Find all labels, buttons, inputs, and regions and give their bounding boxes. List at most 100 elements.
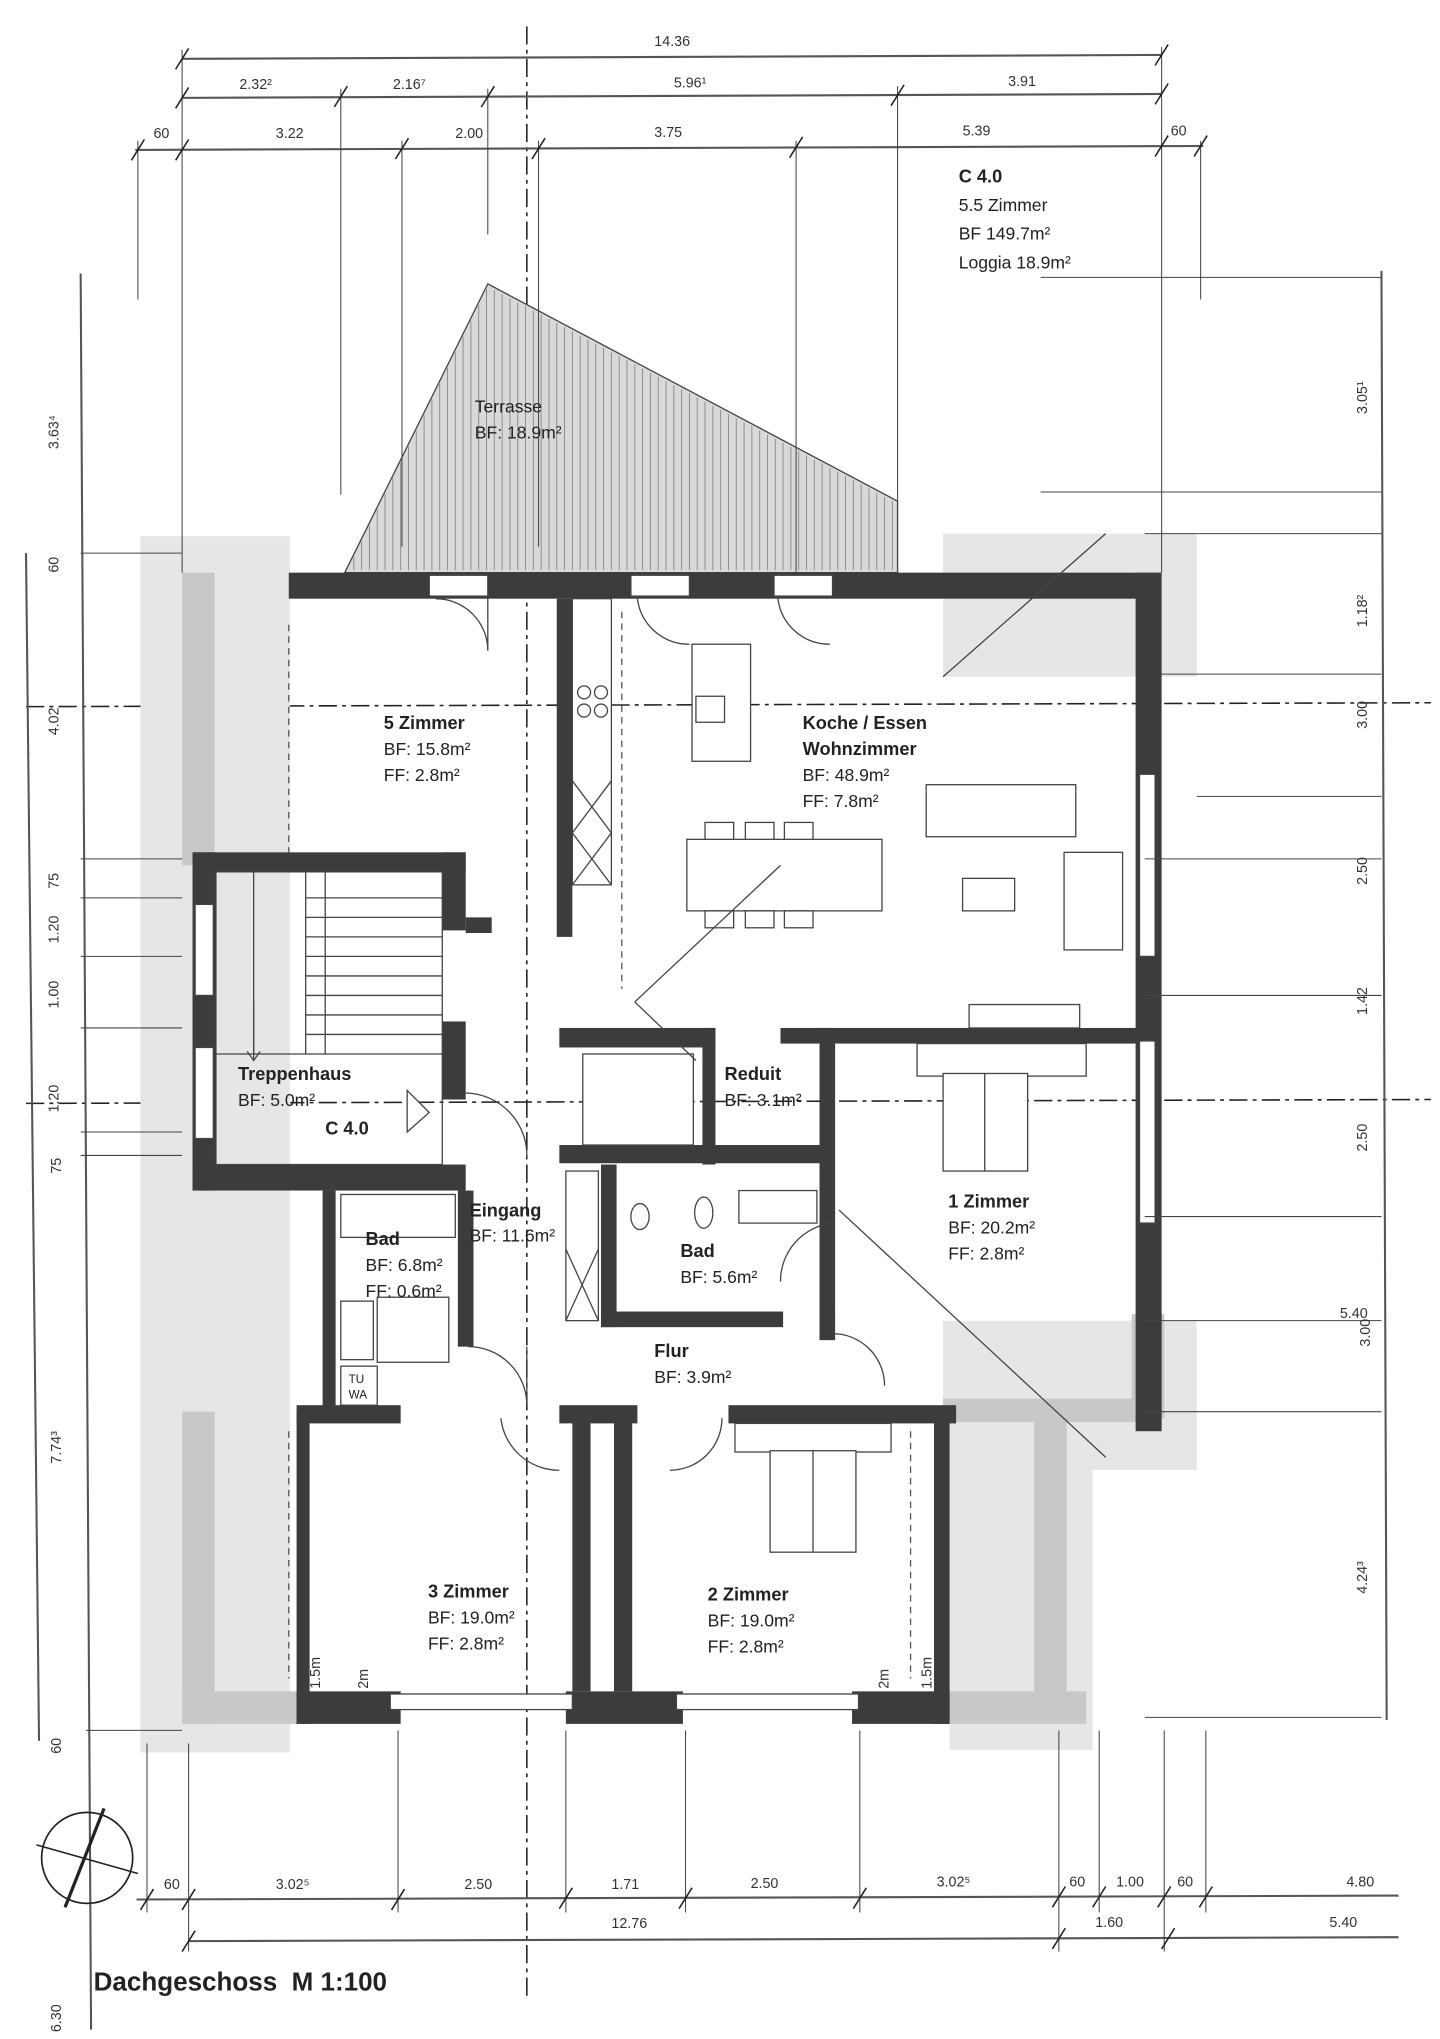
dim-label: 3.00 (1355, 701, 1371, 729)
dimension-tick (1051, 1927, 1067, 1950)
bad2-name: Bad (680, 1241, 714, 1261)
zimmer2-bf: BF: 19.0m² (708, 1610, 795, 1630)
dim-label: 4.80 (1346, 1874, 1374, 1890)
dimension-tick (1160, 1927, 1176, 1950)
dim-label: 1.18² (1355, 594, 1371, 627)
north-arrow-icon (36, 1807, 139, 1908)
dimensions-top: 14.36 2.32² 2.16⁷ 5.96¹ 3.91 60 3.22 2.0… (135, 34, 1204, 573)
drawing-title: Dachgeschoss M 1:100 (94, 1967, 387, 1997)
dimension-tick (181, 1888, 196, 1911)
dim-label: 7.74³ (49, 1431, 65, 1464)
dimension-ticks (130, 44, 1214, 1952)
kueche-ff: FF: 7.8m² (803, 791, 879, 811)
dim-label: 1.00 (1116, 1874, 1144, 1890)
bad1-name: Bad (366, 1229, 400, 1249)
unit-bf: BF 149.7m² (959, 224, 1051, 244)
unit-loggia: Loggia 18.9m² (959, 252, 1071, 272)
zimmer3-bf: BF: 19.0m² (428, 1608, 515, 1628)
unit-info: C 4.0 5.5 Zimmer BF 149.7m² Loggia 18.9m… (959, 166, 1071, 272)
reduit-name: Reduit (725, 1064, 782, 1084)
furniture (340, 598, 1124, 1553)
terrasse-bf: BF: 18.9m² (475, 423, 562, 443)
dimension-tick (394, 137, 410, 160)
dim-label: 3.02⁵ (937, 1874, 971, 1890)
kueche-bf: BF: 48.9m² (803, 765, 890, 785)
stairs (215, 871, 443, 1166)
zimmer1-ff: FF: 2.8m² (948, 1243, 1024, 1263)
dim-label: 6.30 (49, 2004, 65, 2032)
dimension-tick (1198, 1886, 1214, 1908)
tuwa-2: WA (349, 1389, 368, 1402)
height-mark: 1.5m (308, 1657, 324, 1689)
dim-label: 3.05¹ (1355, 381, 1371, 414)
dim-label: 2.50 (464, 1877, 492, 1893)
dim-label: 60 (1069, 1874, 1085, 1890)
dim-label: 60 (164, 1877, 180, 1893)
zimmer1-name: 1 Zimmer (948, 1191, 1029, 1211)
dimension-tick (1154, 83, 1169, 105)
dimension-tick (1092, 1886, 1107, 1908)
dimensions-left: 3.63⁴ 60 4.02 75 1.20 1.00 1.20 75 7.74³… (24, 273, 183, 2032)
tuwa-1: TU (349, 1373, 365, 1386)
dimension-tick (852, 1887, 868, 1910)
treppenhaus-bf: BF: 5.0m² (238, 1090, 315, 1110)
dimension-tick (130, 139, 146, 161)
dim-label: 60 (49, 1738, 65, 1754)
dim-label: 5.40 (1329, 1915, 1357, 1931)
dimensions-bottom: 60 3.02⁵ 2.50 1.71 2.50 3.02⁵ 60 1.00 60… (136, 1730, 1399, 1952)
dimension-tick (1193, 135, 1208, 157)
dim-label: 60 (153, 126, 169, 142)
dim-label: 4.24³ (1355, 1561, 1371, 1594)
dimension-tick (678, 1887, 693, 1910)
dim-label: 5.39 (963, 124, 991, 140)
dim-label: 1.60 (1095, 1915, 1123, 1931)
room-labels: Terrasse BF: 18.9m² 5 Zimmer BF: 15.8m² … (238, 397, 1035, 1689)
zimmer3-ff: FF: 2.8m² (428, 1634, 504, 1654)
dimension-tick (174, 48, 190, 70)
dimension-tick (480, 85, 495, 108)
dim-label: 3.63⁴ (47, 415, 63, 449)
dim-label: 2.00 (455, 126, 483, 142)
unit-code: C 4.0 (959, 166, 1003, 186)
zimmer1-bf: BF: 20.2m² (948, 1217, 1035, 1237)
kueche-name2: Wohnzimmer (803, 739, 917, 759)
kueche-name: Koche / Essen (803, 713, 927, 733)
eingang-name: Eingang (470, 1201, 542, 1221)
treppenhaus-name: Treppenhaus (238, 1064, 351, 1084)
windows (194, 574, 1156, 1711)
dim-label: 75 (49, 1158, 65, 1174)
dim-label: 60 (47, 557, 63, 573)
zimmer5-name: 5 Zimmer (384, 713, 465, 733)
dimension-tick (181, 1930, 196, 1952)
entrance-marker: C 4.0 (325, 1119, 369, 1139)
unit-rooms: 5.5 Zimmer (959, 195, 1048, 215)
dim-label: 2.50 (751, 1876, 779, 1892)
dimension-tick (390, 1888, 406, 1911)
dim-label: 60 (1171, 124, 1187, 140)
zimmer3-name: 3 Zimmer (428, 1582, 509, 1602)
dimension-tick (1051, 1886, 1067, 1908)
dimension-tick (531, 137, 546, 160)
dim-label: 1.00 (47, 981, 63, 1009)
flur-bf: BF: 3.9m² (654, 1367, 731, 1387)
terrasse-name: Terrasse (475, 397, 542, 417)
dimensions-right: 3.05¹ 1.18² 3.00 2.50 1.42 2.50 5.40 3.0… (1040, 270, 1388, 1720)
dim-label: 1.20 (47, 916, 63, 944)
dimension-tick (139, 1888, 155, 1911)
dim-label: 5.96¹ (674, 75, 707, 91)
dim-label: 3.02⁵ (276, 1877, 310, 1893)
dim-label: 1.71 (611, 1877, 639, 1893)
bad1-ff: FF: 0.6m² (366, 1281, 442, 1301)
dim-label: 3.22 (276, 126, 304, 142)
height-mark: 2m (356, 1669, 372, 1689)
reduit-bf: BF: 3.1m² (725, 1090, 802, 1110)
dim-label: 75 (47, 873, 63, 889)
dim-label: 2.16⁷ (393, 77, 426, 93)
zimmer2-ff: FF: 2.8m² (708, 1636, 784, 1656)
dim-label: 4.02 (47, 707, 63, 735)
dim-label: 3.00 (1358, 1319, 1374, 1347)
dim-label: 3.91 (1008, 74, 1036, 90)
dimension-tick (788, 136, 804, 159)
flur-name: Flur (654, 1341, 688, 1361)
